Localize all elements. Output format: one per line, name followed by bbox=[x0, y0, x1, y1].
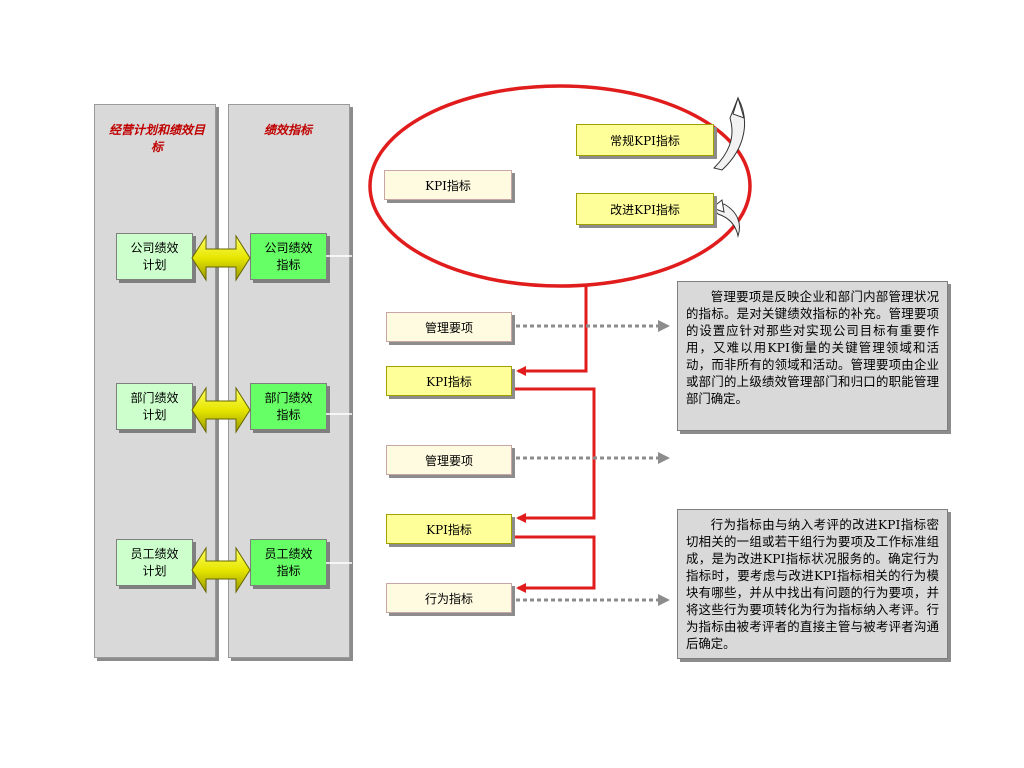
company-double-arrow bbox=[191, 234, 251, 282]
red-flow-2 bbox=[512, 387, 596, 523]
kpi-main-box: KPI指标 bbox=[384, 170, 512, 200]
indicator-tie-lines bbox=[326, 255, 352, 564]
department-double-arrow bbox=[191, 386, 251, 434]
dotted-arrows bbox=[516, 320, 670, 606]
kpi-item-box-3: KPI指标 bbox=[386, 514, 512, 544]
red-flow-1 bbox=[516, 286, 588, 376]
mgmt-item-box-2: 管理要项 bbox=[386, 445, 512, 475]
employee-plan-box: 员工绩效 计划 bbox=[116, 539, 193, 586]
regular-kpi-box: 常规KPI指标 bbox=[576, 124, 714, 156]
behavior-item-box: 行为指标 bbox=[386, 583, 512, 613]
mgmt-item-box-1: 管理要项 bbox=[386, 312, 512, 342]
red-flow bbox=[512, 286, 596, 593]
improve-kpi-box: 改进KPI指标 bbox=[576, 193, 714, 225]
red-flow-3 bbox=[512, 535, 596, 593]
indicator-column-heading: 绩效指标 bbox=[263, 123, 312, 137]
department-indicator-box: 部门绩效 指标 bbox=[250, 383, 327, 430]
plan-column-heading: 经营计划和绩效目标 bbox=[108, 123, 205, 154]
employee-double-arrow bbox=[191, 546, 251, 594]
double-arrows bbox=[191, 234, 251, 594]
behavior-note: 行为指标由与纳入考评的改进KPI指标密切相关的一组或若干组行为要项及工作标准组成… bbox=[677, 509, 948, 659]
department-plan-box: 部门绩效 计划 bbox=[116, 383, 193, 430]
curved-arrow-bottom-icon bbox=[710, 199, 740, 238]
kpi-ellipse bbox=[368, 84, 752, 288]
company-indicator-box: 公司绩效 指标 bbox=[250, 233, 327, 280]
employee-indicator-box: 员工绩效 指标 bbox=[250, 539, 327, 586]
curved-arrow-top-icon bbox=[713, 96, 745, 171]
kpi-item-box-2: KPI指标 bbox=[386, 366, 512, 396]
mgmt-note: 管理要项是反映企业和部门内部管理状况的指标。是对关键绩效指标的补充。管理要项的设… bbox=[677, 281, 948, 431]
company-plan-box: 公司绩效 计划 bbox=[116, 233, 193, 280]
